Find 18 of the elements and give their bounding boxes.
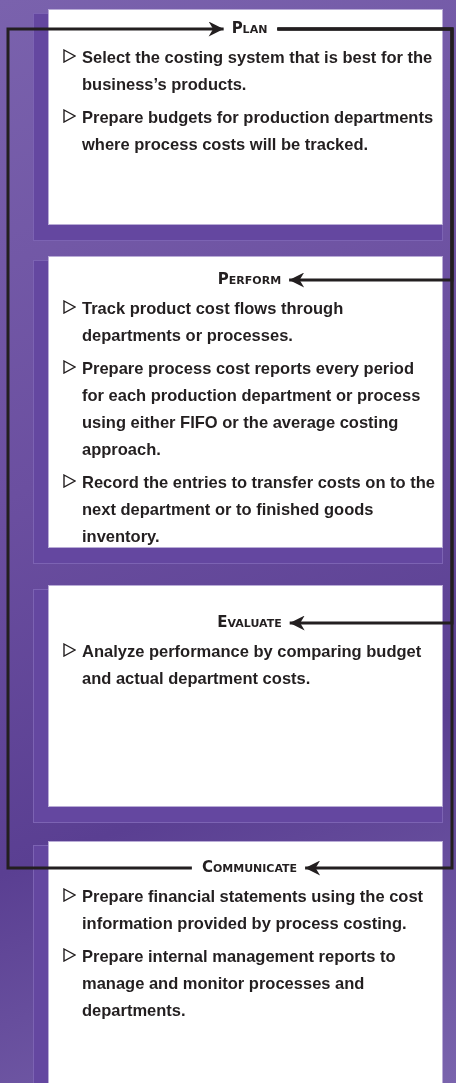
arrow — [6, 21, 224, 870]
bullet-text: Prepare internal management reports to manage and monitor processes and departments. — [82, 946, 397, 1021]
stage-card — [48, 256, 443, 548]
stage-card — [48, 9, 443, 225]
bullet-text: Prepare financial statements using the cost information provided by process costing. — [82, 886, 425, 934]
stage-card — [48, 841, 443, 1083]
bullet-text: Record the entries to transfer costs on to the next department or to finished goods inventory. — [82, 472, 436, 547]
bullet-text: Prepare process cost reports every period for each production department or process using either FIFO or the average costing approach. — [82, 358, 422, 460]
bullet-text: Prepare budgets for production departments where process costs will be tracked. — [82, 107, 435, 155]
stage-heading: Perform — [216, 269, 283, 289]
stage-card — [48, 585, 443, 807]
stage-heading: Evaluate — [216, 612, 283, 632]
stage-heading: Communicate — [200, 857, 299, 877]
stage-heading: Plan — [230, 18, 269, 38]
bullet-text: Select the costing system that is best for the business’s products. — [82, 47, 434, 95]
bullet-text: Analyze performance by comparing budget and actual department costs. — [82, 641, 423, 689]
bullet-text: Track product cost flows through departments or processes. — [82, 298, 345, 346]
arrow — [277, 27, 454, 876]
